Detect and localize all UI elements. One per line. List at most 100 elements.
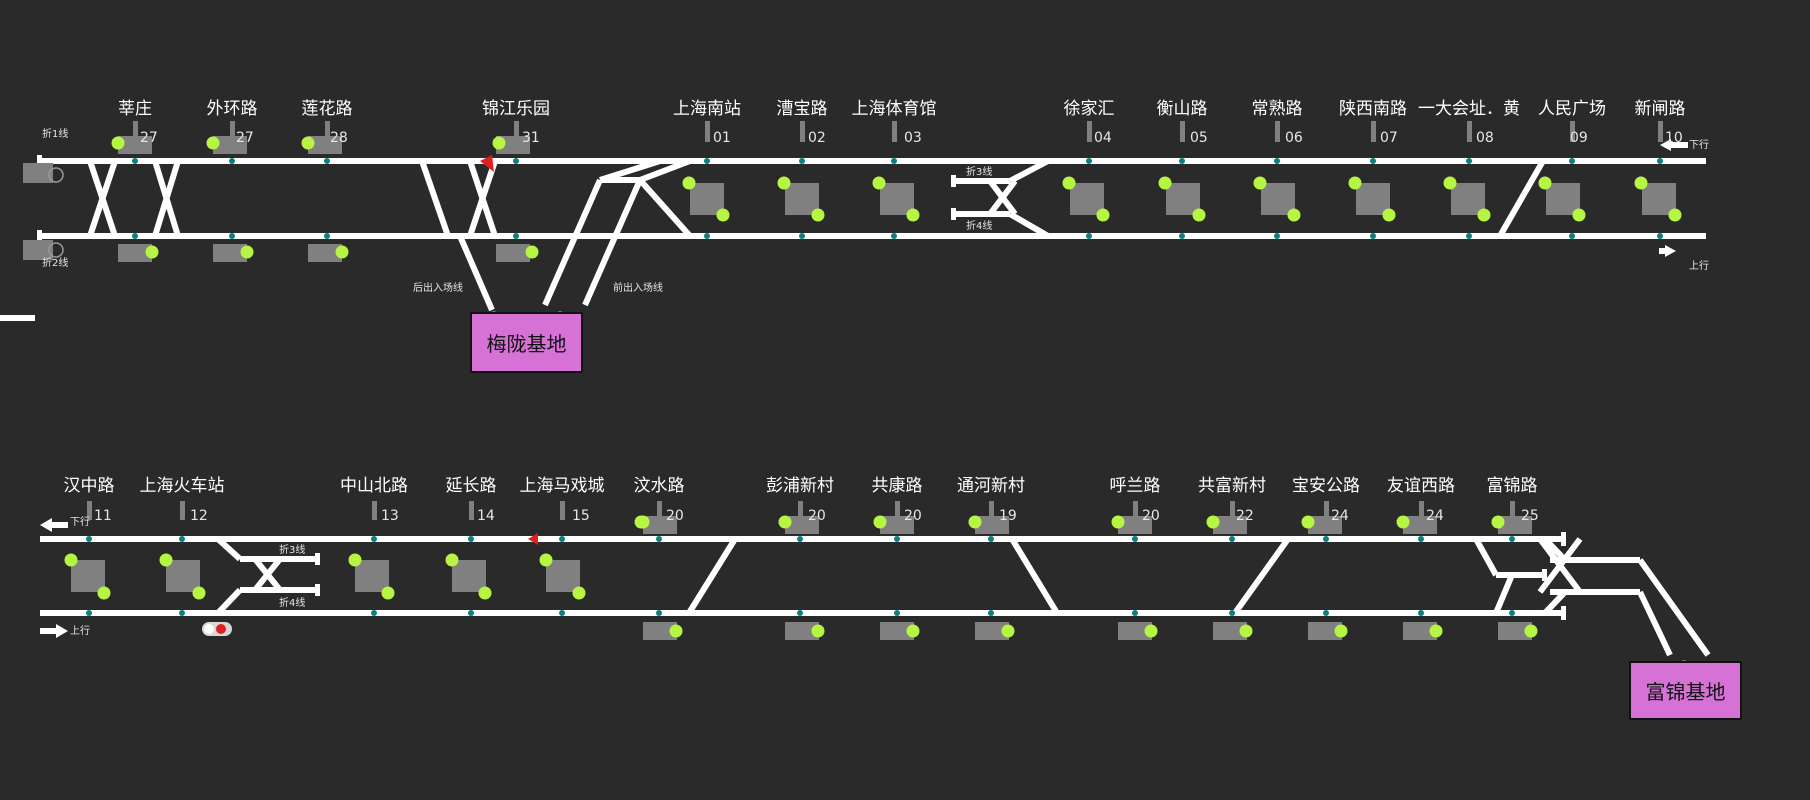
platform[interactable] [785,622,819,640]
platform[interactable] [880,183,914,215]
platform[interactable] [118,244,152,262]
green-signal-light[interactable] [811,624,825,638]
green-signal-light[interactable] [1524,624,1538,638]
platform[interactable] [975,516,1009,534]
green-signal-light[interactable] [1491,515,1505,529]
platform[interactable] [496,244,530,262]
platform[interactable] [1213,622,1247,640]
green-signal-light[interactable] [1253,176,1267,190]
platform[interactable] [690,183,724,215]
platform[interactable] [643,622,677,640]
green-signal-light[interactable] [811,208,825,222]
platform[interactable] [166,560,200,592]
green-signal-light[interactable] [1096,208,1110,222]
platform[interactable] [1498,516,1532,534]
green-signal-light[interactable] [1206,515,1220,529]
platform[interactable] [1118,622,1152,640]
green-signal-light[interactable] [1144,624,1158,638]
green-signal-light[interactable] [445,553,459,567]
green-signal-light[interactable] [539,553,553,567]
platform[interactable] [785,516,819,534]
green-signal-light[interactable] [145,245,159,259]
green-signal-light[interactable] [1287,208,1301,222]
platform[interactable] [71,560,105,592]
green-signal-light[interactable] [968,515,982,529]
platform[interactable] [546,560,580,592]
platform[interactable] [1308,622,1342,640]
green-signal-light[interactable] [716,208,730,222]
platform[interactable] [880,622,914,640]
platform[interactable] [1546,183,1580,215]
platform[interactable] [975,622,1009,640]
platform[interactable] [880,516,914,534]
green-signal-light[interactable] [97,586,111,600]
platform[interactable] [1642,183,1676,215]
platform[interactable] [355,560,389,592]
green-signal-light[interactable] [478,586,492,600]
green-signal-light[interactable] [634,515,648,529]
green-signal-light[interactable] [525,245,539,259]
platform[interactable] [118,136,152,154]
green-signal-light[interactable] [1239,624,1253,638]
platform[interactable] [213,136,247,154]
green-signal-light[interactable] [335,245,349,259]
green-signal-light[interactable] [1538,176,1552,190]
green-signal-light[interactable] [1301,515,1315,529]
green-signal-light[interactable] [381,586,395,600]
platform[interactable] [1308,516,1342,534]
green-signal-light[interactable] [1001,624,1015,638]
green-signal-light[interactable] [1062,176,1076,190]
green-signal-light[interactable] [1348,176,1362,190]
fujin-depot[interactable]: 富锦基地 [1629,661,1742,720]
platform[interactable] [1451,183,1485,215]
platform[interactable] [1356,183,1390,215]
green-signal-light[interactable] [159,553,173,567]
platform[interactable] [213,244,247,262]
green-signal-light[interactable] [906,208,920,222]
green-signal-light[interactable] [682,176,696,190]
green-signal-light[interactable] [1572,208,1586,222]
green-signal-light[interactable] [111,136,125,150]
platform[interactable] [1213,516,1247,534]
green-signal-light[interactable] [872,176,886,190]
green-signal-light[interactable] [873,515,887,529]
green-signal-light[interactable] [572,586,586,600]
green-signal-light[interactable] [1477,208,1491,222]
green-signal-light[interactable] [1158,176,1172,190]
meilong-depot[interactable]: 梅陇基地 [470,312,583,373]
green-signal-light[interactable] [492,136,506,150]
platform[interactable] [308,136,342,154]
green-signal-light[interactable] [348,553,362,567]
green-signal-light[interactable] [1111,515,1125,529]
green-signal-light[interactable] [1429,624,1443,638]
platform[interactable] [1403,622,1437,640]
platform[interactable] [1403,516,1437,534]
platform[interactable] [23,240,53,260]
green-signal-light[interactable] [1382,208,1396,222]
platform[interactable] [1166,183,1200,215]
platform[interactable] [1070,183,1104,215]
green-signal-light[interactable] [64,553,78,567]
platform[interactable] [308,244,342,262]
platform[interactable] [1261,183,1295,215]
green-signal-light[interactable] [1668,208,1682,222]
green-signal-light[interactable] [206,136,220,150]
green-signal-light[interactable] [1634,176,1648,190]
green-signal-light[interactable] [301,136,315,150]
green-signal-light[interactable] [1396,515,1410,529]
platform[interactable] [23,163,53,183]
green-signal-light[interactable] [777,176,791,190]
green-signal-light[interactable] [669,624,683,638]
green-signal-light[interactable] [192,586,206,600]
platform[interactable] [1118,516,1152,534]
green-signal-light[interactable] [1334,624,1348,638]
platform[interactable] [452,560,486,592]
green-signal-light[interactable] [1443,176,1457,190]
platform[interactable] [643,516,677,534]
green-signal-light[interactable] [1192,208,1206,222]
platform[interactable] [785,183,819,215]
green-signal-light[interactable] [778,515,792,529]
green-signal-light[interactable] [906,624,920,638]
green-signal-light[interactable] [240,245,254,259]
platform[interactable] [1498,622,1532,640]
